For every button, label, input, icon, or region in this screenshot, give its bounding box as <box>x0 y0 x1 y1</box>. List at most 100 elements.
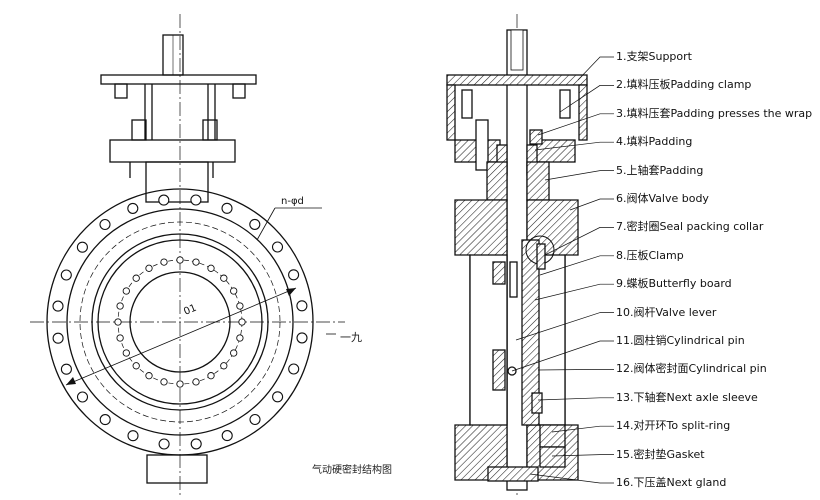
flange-bolt-hole <box>60 269 72 281</box>
support-bolt-right <box>559 89 571 119</box>
flange-bolt-hole <box>127 430 139 442</box>
diameter-line <box>65 287 297 386</box>
stem-key <box>510 29 524 71</box>
part-label-2: 2.填料压板Padding clamp <box>616 78 751 91</box>
part-name: 密封圈Seal packing collar <box>626 220 764 234</box>
section-view <box>446 14 588 495</box>
support-plate <box>446 74 588 86</box>
side-mark: 一九 <box>340 331 362 344</box>
inner-tapped-hole <box>160 378 168 386</box>
flange-bolt-hole <box>127 202 139 214</box>
support-leg-left <box>446 84 456 141</box>
support-leg-left <box>114 83 128 99</box>
part-label-4: 4.填料Padding <box>616 135 692 148</box>
part-name: 压板Clamp <box>626 248 684 262</box>
top-plate <box>100 74 257 85</box>
support-leg-right <box>232 83 246 99</box>
seal-packing-collar <box>536 243 546 270</box>
part-label-14: 14.对开环To split-ring <box>616 419 730 432</box>
part-label-1: 1.支架Support <box>616 50 692 63</box>
inner-tapped-hole <box>145 264 153 272</box>
flange-bolt-hole <box>52 300 64 312</box>
flange-bolt-hole <box>52 332 64 344</box>
part-name: 填料Padding <box>626 135 693 149</box>
bottom-boss <box>146 454 208 484</box>
leader-lines <box>511 56 614 484</box>
body-neck <box>145 161 209 203</box>
body-bore-left <box>469 254 508 426</box>
part-label-6: 6.阀体Valve body <box>616 192 709 205</box>
flange-bolt-hole <box>249 413 261 426</box>
gland-bolt <box>475 119 489 171</box>
inner-tapped-hole <box>145 372 153 380</box>
packing-press <box>529 129 543 145</box>
front-view <box>30 14 345 495</box>
flange-bolt-hole <box>190 438 202 450</box>
leader-line <box>544 170 614 181</box>
inner-tapped-hole <box>230 349 238 357</box>
part-name: 阀体密封面Cylindrical pin <box>633 362 767 376</box>
bore <box>129 271 231 373</box>
flange-bolt-hole <box>288 269 300 281</box>
part-label-7: 7.密封圈Seal packing collar <box>616 220 763 233</box>
inner-tapped-hole <box>132 274 140 282</box>
leader-line <box>559 85 614 113</box>
part-number: 5. <box>616 163 627 177</box>
part-name: 密封垫Gasket <box>633 447 705 461</box>
part-number: 15. <box>616 447 634 461</box>
hole-callout: n-φd <box>281 196 304 207</box>
part-number: 2. <box>616 78 627 92</box>
part-label-3: 3.填料压套Padding presses the wrap <box>616 107 812 120</box>
part-name: 填料压板Padding clamp <box>626 78 752 92</box>
flange-bolt-hole <box>99 218 111 231</box>
lower-gland <box>487 466 539 482</box>
clamp-plate <box>492 261 506 285</box>
flange-bolt-hole <box>296 332 308 344</box>
leader-line <box>534 283 614 301</box>
inner-tapped-hole <box>116 302 124 310</box>
part-number: 1. <box>616 50 627 63</box>
inner-tapped-hole <box>160 258 168 266</box>
part-number: 8. <box>616 248 627 262</box>
bolt-circle <box>79 221 281 423</box>
leader-line <box>529 473 614 484</box>
part-number: 16. <box>616 476 634 489</box>
gasket <box>539 446 566 468</box>
part-label-15: 15.密封垫Gasket <box>616 448 705 461</box>
part-number: 12. <box>616 362 634 376</box>
inner-tapped-hole <box>230 287 238 295</box>
inner-holes <box>114 256 246 388</box>
seal-ring <box>97 239 263 405</box>
upper-bushing-right <box>526 161 550 201</box>
inner-tapped-hole <box>220 274 228 282</box>
inner-tapped-hole <box>220 362 228 370</box>
leader-line <box>551 425 614 433</box>
inner-tapped-hole <box>132 362 140 370</box>
inner-tapped-hole <box>238 318 246 326</box>
part-label-5: 5.上轴套Padding <box>616 164 703 177</box>
part-label-11: 11.圆柱销Cylindrical pin <box>616 334 745 347</box>
support-leg-right <box>578 84 588 141</box>
part-name: 圆柱销Cylindrical pin <box>633 334 745 347</box>
part-label-10: 10.阀杆Valve lever <box>616 306 716 319</box>
leader-line <box>511 340 614 372</box>
flange-bolt-hole <box>221 202 233 214</box>
part-number: 14. <box>616 419 634 433</box>
part-label-16: 16.下压盖Next gland <box>616 476 726 489</box>
leader-line <box>537 397 614 401</box>
flange-bolt-hole <box>221 430 233 442</box>
part-number: 3. <box>616 106 627 120</box>
part-number: 6. <box>616 192 627 205</box>
leader-line <box>537 369 614 371</box>
part-label-13: 13.下轴套Next axle sleeve <box>616 391 758 404</box>
inner-tapped-hole <box>116 334 124 342</box>
support-bolt <box>461 89 473 119</box>
inner-tapped-hole <box>192 378 200 386</box>
bolt-nut-left <box>131 119 147 141</box>
flange-bolt-hole <box>249 218 261 230</box>
clamp-plate-lower <box>492 349 506 391</box>
leader-line <box>577 56 614 81</box>
flange-bolt-hole <box>288 363 300 375</box>
flange-bolt-hole <box>271 241 284 253</box>
flange-bolt-hole <box>296 300 308 312</box>
